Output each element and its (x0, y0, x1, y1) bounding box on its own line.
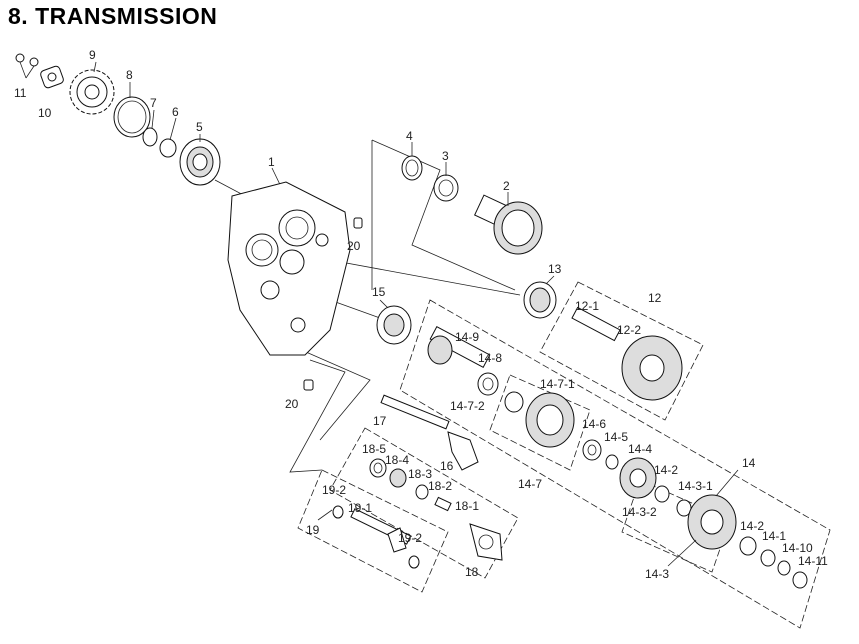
callout-1: 1 (268, 155, 275, 169)
callout-14-7: 14-7 (518, 477, 542, 491)
callout-14-10: 14-10 (782, 541, 813, 555)
callout-6: 6 (172, 105, 179, 119)
callout-12: 12 (648, 291, 662, 305)
group-box-14 (399, 299, 831, 629)
callout-20-lower: 20 (285, 397, 299, 411)
group-box-19 (297, 469, 449, 593)
part-6-ring (159, 138, 177, 158)
group-box-12 (539, 281, 704, 421)
part-4-seal (401, 155, 423, 181)
frame-line-18 (289, 344, 371, 441)
callout-14-3-1: 14-3-1 (678, 479, 713, 493)
callout-20-upper: 20 (347, 239, 361, 253)
part-14-3-gear (687, 494, 737, 550)
part-14-2-washer-b (739, 536, 757, 556)
callout-19: 19 (306, 523, 320, 537)
callout-9: 9 (89, 48, 96, 62)
part-14-7-2-bushing (504, 391, 524, 413)
callout-18: 18 (465, 565, 479, 579)
part-8-circlip (113, 96, 151, 138)
callout-2: 2 (503, 179, 510, 193)
callout-14-4: 14-4 (628, 442, 652, 456)
axis-line-main (329, 259, 521, 296)
callout-13: 13 (548, 262, 562, 276)
callout-14-11: 14-11 (798, 554, 828, 568)
callout-14-8: 14-8 (478, 351, 502, 365)
callout-14: 14 (742, 456, 756, 470)
callout-4: 4 (406, 129, 413, 143)
part-7-ring (142, 127, 158, 147)
part-18-2-pin (434, 496, 452, 512)
part-11-nuts (15, 53, 39, 79)
callout-14-3: 14-3 (645, 567, 669, 581)
callout-12-1: 12-1 (575, 299, 599, 313)
callout-14-2-upper: 14-2 (654, 463, 678, 477)
callout-18-1: 18-1 (455, 499, 479, 513)
callout-16: 16 (440, 459, 454, 473)
callout-15: 15 (372, 285, 386, 299)
part-10-plate (40, 65, 64, 89)
part-18-1-drum (469, 523, 503, 561)
part-14-7-1-gear (525, 392, 575, 448)
axis-line-shaft (329, 299, 381, 319)
callout-19-2-upper: 19-2 (322, 483, 346, 497)
part-14-4-dog (619, 457, 657, 499)
part-13-bearing (523, 281, 557, 319)
callout-5: 5 (196, 120, 203, 134)
part-14-2-washer-a (654, 485, 670, 503)
callout-14-7-2: 14-7-2 (450, 399, 485, 413)
part-17-rod (380, 394, 450, 430)
part-14-9-shaft (427, 326, 491, 368)
frame-line-2-4 (371, 139, 516, 291)
callout-14-2-lower: 14-2 (740, 519, 764, 533)
callout-14-6: 14-6 (582, 417, 606, 431)
part-14-8-washer (477, 372, 499, 396)
part-15-bearing (376, 305, 412, 345)
callout-3: 3 (442, 149, 449, 163)
callout-8: 8 (126, 68, 133, 82)
part-18-5-seal (369, 458, 387, 478)
part-1-crankcase (227, 181, 351, 356)
callout-14-7-1: 14-7-1 (540, 377, 575, 391)
part-3-bearing (433, 174, 459, 202)
part-19-2-clip-a (332, 505, 344, 519)
callout-17: 17 (373, 414, 387, 428)
part-19-2-clip-b (408, 555, 420, 569)
part-14-6-washer (582, 439, 602, 461)
part-14-10-ring (777, 560, 791, 576)
callout-14-1: 14-1 (762, 529, 786, 543)
part-9-sprocket (69, 69, 115, 115)
group-box-14-7 (489, 374, 591, 471)
part-20-dowel-lower (303, 379, 314, 391)
callout-19-1: 19-1 (348, 501, 372, 515)
frame-line-19 (289, 359, 346, 473)
callout-11: 11 (14, 86, 27, 100)
part-14-1-ring (760, 549, 776, 567)
part-5-bearing (179, 138, 221, 186)
part-18-3-ring (415, 484, 429, 500)
callout-10: 10 (38, 106, 52, 120)
part-14-11-clip (792, 571, 808, 589)
part-14-5-clip (605, 454, 619, 470)
callout-19-2-lower: 19-2 (398, 531, 422, 545)
page-title: 8. TRANSMISSION (8, 3, 218, 29)
callout-14-3-2: 14-3-2 (622, 505, 657, 519)
callout-18-5: 18-5 (362, 442, 386, 456)
part-16-fork (447, 431, 479, 471)
part-2-gear-shaft (473, 194, 543, 255)
group-box-18 (329, 427, 519, 579)
part-18-4-bearing (389, 468, 407, 488)
part-20-dowel-upper (353, 217, 363, 229)
part-19-1-shaft (350, 508, 412, 553)
part-12-shaft-gear (571, 306, 683, 401)
callout-14-5: 14-5 (604, 430, 628, 444)
callout-18-2: 18-2 (428, 479, 452, 493)
callout-14-9: 14-9 (455, 330, 479, 344)
callout-18-3: 18-3 (408, 467, 432, 481)
callout-12-2: 12-2 (617, 323, 641, 337)
callout-7: 7 (150, 96, 157, 110)
callout-18-4: 18-4 (385, 453, 409, 467)
